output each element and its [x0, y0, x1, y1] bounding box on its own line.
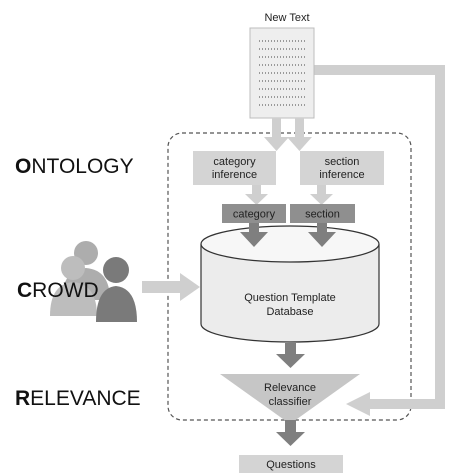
document-to-inference-arrows [264, 118, 312, 151]
document-title: New Text [264, 12, 309, 24]
category-inference-line1: category [213, 156, 256, 168]
relevance-initial: R [15, 387, 30, 410]
crowd-initial: C [17, 279, 32, 302]
document-page [249, 27, 315, 119]
classifier-label-line1: Relevance [264, 382, 316, 394]
section-tag-label: section [305, 209, 340, 221]
section-tag: section [290, 204, 355, 223]
database-to-classifier-arrow [276, 343, 305, 368]
crowd-to-database-arrow [142, 273, 200, 301]
crowd-people-icon [50, 241, 137, 322]
relevance-classifier: Relevance classifier [220, 374, 360, 424]
relevance-rest: ELEVANCE [30, 387, 141, 410]
ontology-initial: O [15, 155, 31, 178]
new-text-document: New Text [249, 12, 315, 119]
category-inference-line2: inference [212, 169, 257, 181]
section-inference-box: section inference [300, 151, 384, 185]
category-inference-box: category inference [193, 151, 276, 185]
section-inference-line2: inference [319, 169, 364, 181]
question-template-database: Question Template Database [200, 225, 380, 343]
ontology-rest: NTOLOGY [31, 155, 133, 178]
database-label-line1: Question Template [244, 292, 336, 304]
crowd-rest: ROWD [32, 279, 99, 302]
crowd-label: CROWD [17, 279, 99, 302]
category-tag: category [222, 204, 286, 223]
feedback-arrow-head [346, 392, 370, 416]
questions-output-box: Questions [239, 455, 343, 473]
inference-to-tag-arrows [245, 185, 333, 205]
questions-label: Questions [266, 459, 316, 471]
classifier-label-line2: classifier [269, 396, 312, 408]
tag-to-database-arrows [240, 223, 336, 247]
section-inference-line1: section [325, 156, 360, 168]
database-label-line2: Database [266, 306, 313, 318]
relevance-label: RELEVANCE [15, 387, 141, 410]
category-tag-label: category [233, 209, 276, 221]
feedback-arrow [312, 65, 445, 409]
ontology-label: ONTOLOGY [15, 155, 134, 178]
classifier-to-questions-arrow [276, 420, 305, 446]
